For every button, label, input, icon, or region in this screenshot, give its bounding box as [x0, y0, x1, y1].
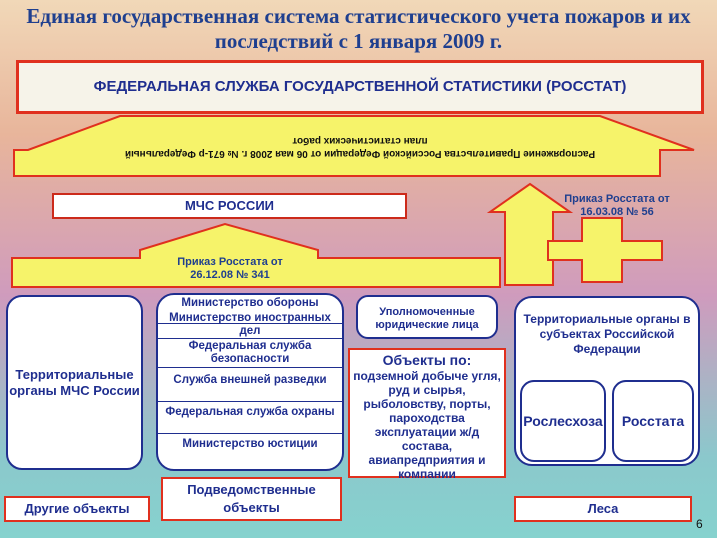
federal-plan-arrow — [13, 115, 695, 177]
order-right-label: Приказ Росстата от 16.03.08 № 56 — [564, 193, 670, 218]
rosstat-regional-box: Росстата — [612, 380, 694, 462]
rosstat-box: ФЕДЕРАЛЬНАЯ СЛУЖБА ГОСУДАРСТВЕННОЙ СТАТИ… — [16, 60, 704, 114]
mchs-box: МЧС РОССИИ — [52, 193, 407, 219]
subordinate-objects-box: Подведомственные объекты — [161, 477, 342, 521]
rosleshoz-box: Рослесхоза — [520, 380, 606, 462]
divider — [158, 338, 342, 339]
ministry-item: Министерство иностранных дел — [169, 312, 331, 337]
federal-plan-text: Распоряжение Правительства Российской Фе… — [124, 135, 596, 159]
ministry-item: Федеральная служба безопасности — [188, 340, 312, 365]
ministry-item: Министерство обороны — [181, 297, 319, 309]
left-up-arrow — [11, 222, 501, 288]
ministry-item: Федеральная служба охраны — [165, 406, 335, 418]
other-objects-box: Другие объекты — [4, 496, 150, 522]
divider — [158, 401, 342, 402]
territorial-mchs-box: Территориальные органы МЧС России — [6, 295, 143, 470]
order-left-label: Приказ Росстата от 26.12.08 № 341 — [177, 256, 283, 281]
objects-box: Объекты по: подземной добыче угля, руд и… — [348, 348, 506, 481]
divider — [158, 323, 342, 324]
forests-box: Леса — [514, 496, 692, 522]
divider — [158, 367, 342, 368]
right-up-arrow — [486, 182, 574, 286]
ministry-item: Министерство юстиции — [182, 438, 318, 450]
authorized-entities-box: Уполномоченные юридические лица — [356, 295, 498, 339]
divider — [158, 433, 342, 434]
ministries-box: Министерство обороны Министерство иностр… — [156, 293, 344, 471]
objects-text: подземной добыче угля, руд и сырья, рыбо… — [353, 369, 501, 481]
objects-title: Объекты по: — [382, 352, 472, 368]
order-cross-shape — [547, 217, 663, 283]
territorial-rf-box: Территориальные органы в субъектах Росси… — [514, 296, 700, 466]
territorial-rf-label: Территориальные органы в субъектах Росси… — [523, 312, 691, 356]
ministry-item: Служба внешней разведки — [173, 374, 327, 386]
page-number: 6 — [696, 517, 703, 531]
page-title: Единая государственная система статистич… — [26, 4, 691, 53]
